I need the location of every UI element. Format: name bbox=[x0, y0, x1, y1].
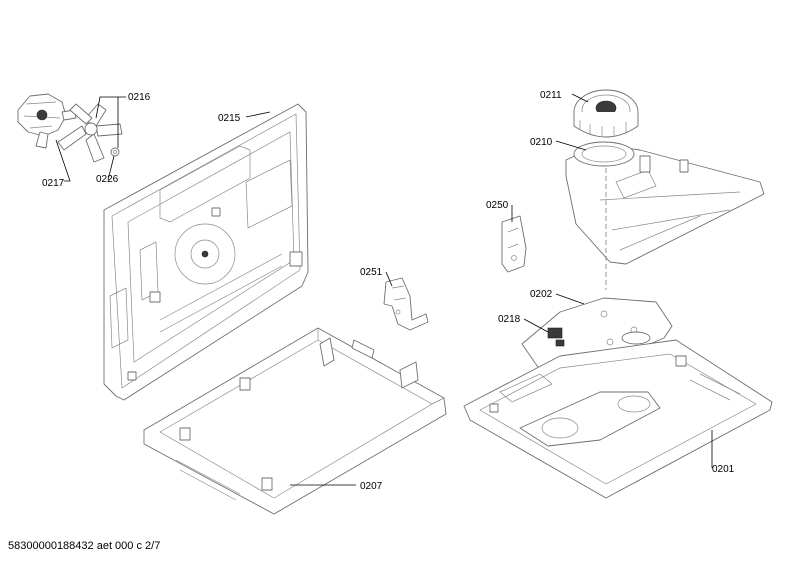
label-0226: 0226 bbox=[96, 174, 119, 185]
support-bracket bbox=[501, 215, 527, 273]
fan-motor-assembly bbox=[17, 93, 77, 149]
label-0251: 0251 bbox=[360, 267, 383, 278]
air-duct bbox=[565, 141, 765, 290]
rear-panel bbox=[103, 103, 309, 401]
fixing-nut bbox=[110, 147, 120, 157]
label-0250: 0250 bbox=[486, 200, 509, 211]
label-0211: 0211 bbox=[540, 90, 562, 101]
document-id: 58300000188432 aet 000 c 2/7 bbox=[8, 540, 161, 552]
fan-blade bbox=[57, 103, 123, 163]
label-0207: 0207 bbox=[360, 481, 383, 492]
bracket bbox=[383, 277, 429, 331]
label-0217: 0217 bbox=[42, 178, 65, 189]
label-0202: 0202 bbox=[530, 289, 553, 300]
bottom-frame bbox=[143, 327, 447, 515]
base-plate bbox=[463, 339, 773, 499]
label-0201: 0201 bbox=[712, 464, 735, 475]
leader-lines bbox=[55, 93, 713, 486]
label-0216: 0216 bbox=[128, 92, 151, 103]
fan-wheel bbox=[573, 89, 639, 138]
label-0218: 0218 bbox=[498, 314, 521, 325]
sensor bbox=[547, 327, 565, 347]
label-0210: 0210 bbox=[530, 137, 553, 148]
label-0215: 0215 bbox=[218, 113, 241, 124]
